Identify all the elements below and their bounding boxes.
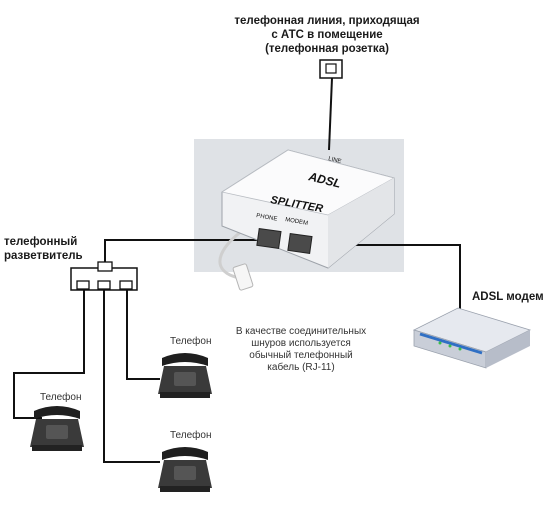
rj11-plug	[232, 263, 254, 291]
phone3-wire	[126, 287, 160, 380]
phone-splitter-label-line-2: разветвитель	[4, 250, 83, 262]
wall-socket-label-line-2: с АТС в помещение	[271, 29, 383, 41]
cable-note-line-1: В качестве соединительных	[235, 326, 367, 337]
wall-socket-label: телефонная линия, приходящая с АТС в пом…	[232, 14, 422, 56]
wall-socket-label-line-1: телефонная линия, приходящая	[234, 15, 420, 27]
phone-port-label: PHONE	[256, 213, 278, 223]
cable-note-line-4: кабель (RJ-11)	[267, 362, 335, 373]
telephone-2	[158, 353, 212, 398]
adsl-modem-label: ADSL модем	[472, 291, 544, 303]
phone-splitter-label-line-1: телефонный	[4, 236, 78, 248]
phone2-wire	[103, 287, 160, 463]
phone-label-1: Телефон	[40, 392, 82, 403]
wall-socket-label-line-3: (телефонная розетка)	[265, 43, 389, 55]
line-wire	[328, 77, 333, 151]
adsl-modem-device	[412, 307, 532, 369]
modem-port-label: MODEM	[285, 217, 309, 227]
line-port-label: LINE	[328, 156, 342, 165]
phone-splitter-device	[70, 261, 138, 291]
adsl-splitter-device: LINE ADSL SPLITTER PHONE MODEM	[220, 149, 396, 291]
phone-splitter-label: телефонный разветвитель	[4, 235, 114, 263]
cable-note: В качестве соединительных шнуров использ…	[228, 326, 374, 374]
phone-wire	[104, 239, 270, 262]
modem-port	[287, 232, 313, 255]
phone1-wire	[13, 287, 85, 419]
telephone-3	[158, 447, 212, 492]
phone-port	[256, 227, 282, 250]
phone-label-3: Телефон	[170, 430, 212, 441]
telephone-1	[30, 406, 84, 451]
cable-note-line-3: обычный телефонный	[249, 350, 353, 361]
cable-note-line-2: шнуров используется	[251, 338, 351, 349]
phone-label-2: Телефон	[170, 336, 212, 347]
wall-socket	[319, 59, 343, 79]
